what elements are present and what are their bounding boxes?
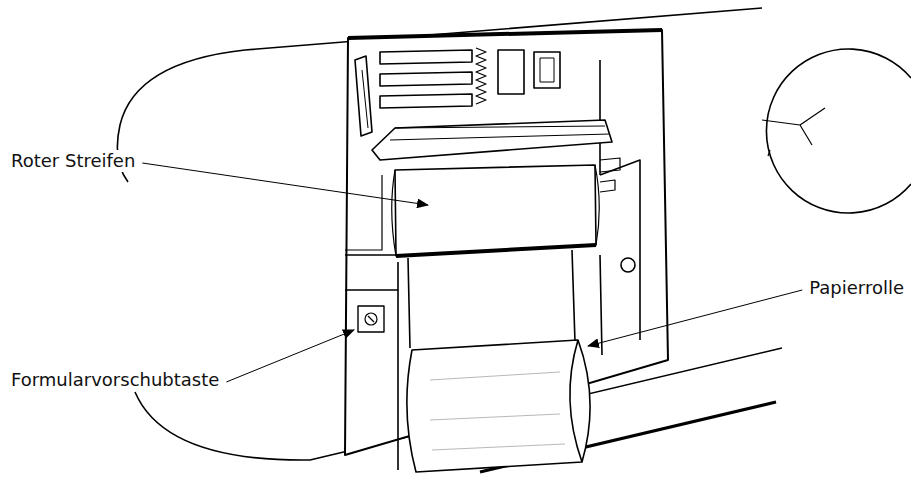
mechanism-bar <box>380 50 472 64</box>
mechanism-block <box>540 58 554 82</box>
form-feed-button <box>368 316 374 322</box>
tear-bar <box>372 120 612 160</box>
mechanism-bar <box>380 72 472 86</box>
part-label: Formularvorschubtaste <box>10 369 220 391</box>
part-label: Roter Streifen <box>10 150 136 172</box>
tear-bar-ridge <box>390 126 610 140</box>
paper-roll <box>407 340 590 472</box>
part-label: Papierrolle <box>808 277 905 299</box>
gauge-mark <box>768 150 770 156</box>
mechanism-block <box>498 50 524 94</box>
lever <box>362 70 368 128</box>
lever <box>355 56 372 136</box>
leader-line <box>226 330 354 382</box>
compartment-side <box>600 160 640 340</box>
compartment-top-edge <box>348 30 662 38</box>
gauge-circle <box>766 49 911 213</box>
roller-end <box>392 165 600 256</box>
spring <box>476 48 486 104</box>
red-strip-edge <box>396 245 596 256</box>
form-feed-button <box>365 313 377 325</box>
compartment-shelf <box>345 255 398 290</box>
compartment-ledge <box>345 175 382 250</box>
leader-line <box>142 163 428 205</box>
form-feed-button <box>358 306 384 332</box>
mechanism-block <box>534 52 560 88</box>
gauge-needle <box>762 108 825 145</box>
roller-bracket <box>600 158 620 192</box>
housing-top-curve <box>117 8 762 182</box>
paper-sheet <box>408 250 575 348</box>
leader-line <box>588 290 802 346</box>
paper-roll-end <box>570 340 582 462</box>
paper-roll-shading <box>430 372 565 450</box>
print-roller <box>395 165 596 256</box>
mechanism-bar <box>380 94 472 108</box>
hole <box>621 258 635 272</box>
